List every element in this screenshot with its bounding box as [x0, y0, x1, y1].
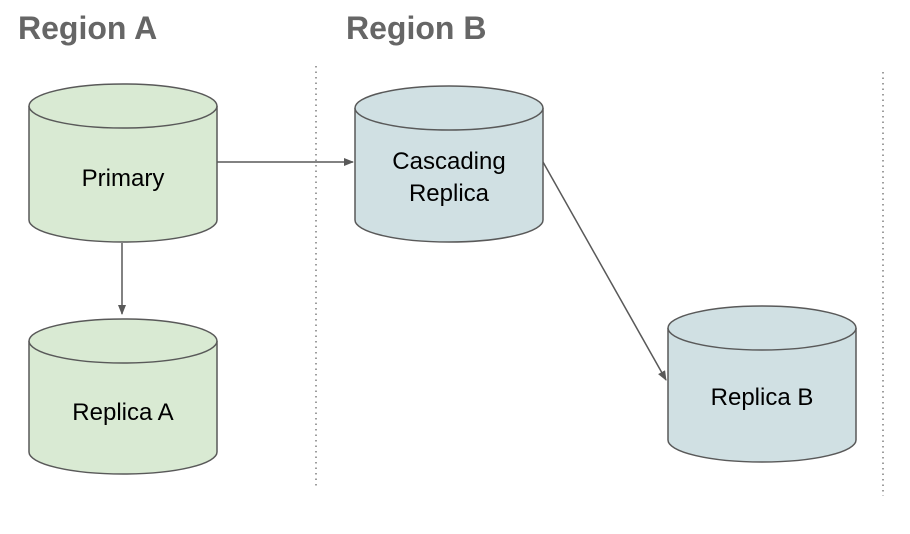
cascading-replica-label-line-2: Replica	[409, 180, 490, 207]
database-replica-a: Replica A	[28, 318, 218, 475]
replica-a-label: Replica A	[72, 399, 173, 426]
database-cascading-replica: Cascading Replica	[354, 85, 544, 243]
database-replica-b: Replica B	[667, 305, 857, 463]
cascading-replica-label-line-1: Cascading	[392, 148, 505, 175]
region-a-title: Region A	[18, 10, 158, 46]
region-b-title: Region B	[346, 10, 487, 46]
arrow-cascading-to-replica-b	[542, 161, 667, 381]
database-primary: Primary	[28, 83, 218, 243]
replica-b-label: Replica B	[711, 384, 814, 411]
primary-label: Primary	[82, 165, 165, 192]
